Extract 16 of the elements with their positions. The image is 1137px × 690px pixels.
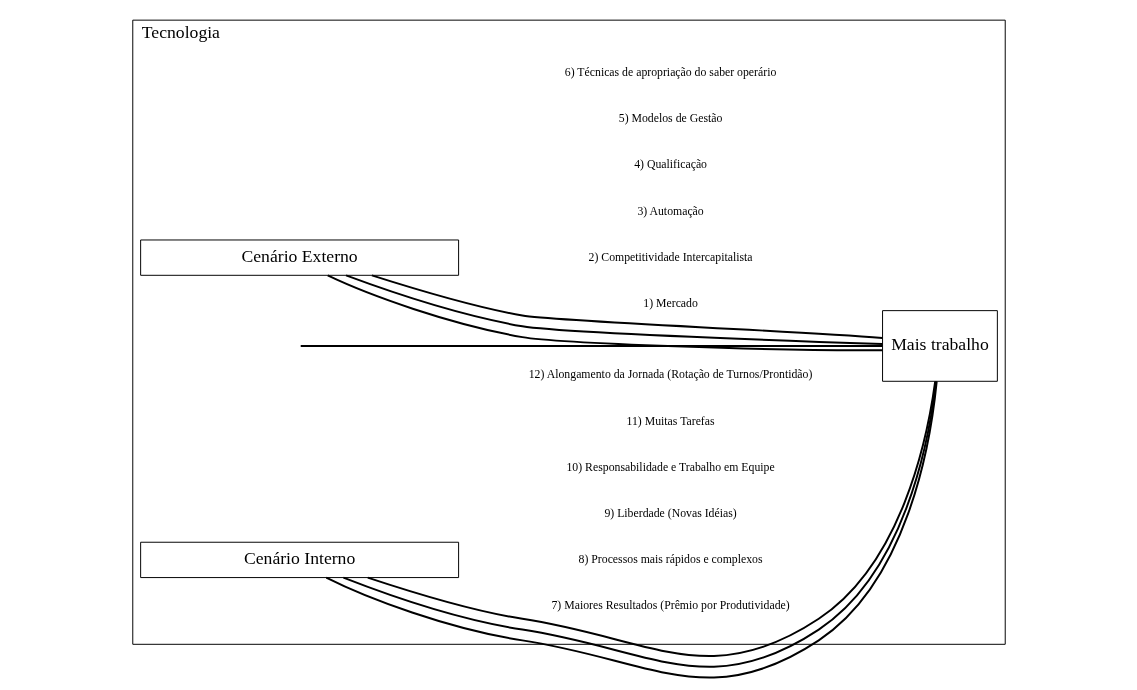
node-text: 2) Competitividade Intercapitalista [588,250,753,264]
node-text: 3) Automação [636,204,704,218]
node-text: 7) Maiores Resultados (Prêmio por Produtividade) [550,599,790,613]
node-text: 1) Mercado [642,296,698,310]
node-text: 4) Qualificação [633,158,707,172]
node-text: 12) Alongamento da Jornada (Rotação de Turnos/Prontidão) [528,368,812,382]
node-text: 5) Modelos de Gestão [618,112,722,126]
node-text: 8) Processos mais rápidos e complexos [578,552,763,566]
node-text: 10) Responsabilidade e Trabalho em Equipe [565,460,775,474]
node-text: 9) Liberdade (Novas Idéias) [603,506,737,520]
node-box: Mais trabalho [881,310,998,382]
node-text: 11) Muitas Tarefas [626,414,715,428]
connector [299,344,883,347]
node-text: 6) Técnicas de apropriação do saber operário [564,66,776,80]
node-box: Cenário Externo [139,239,459,276]
node-box: Cenário Interno [139,541,459,579]
